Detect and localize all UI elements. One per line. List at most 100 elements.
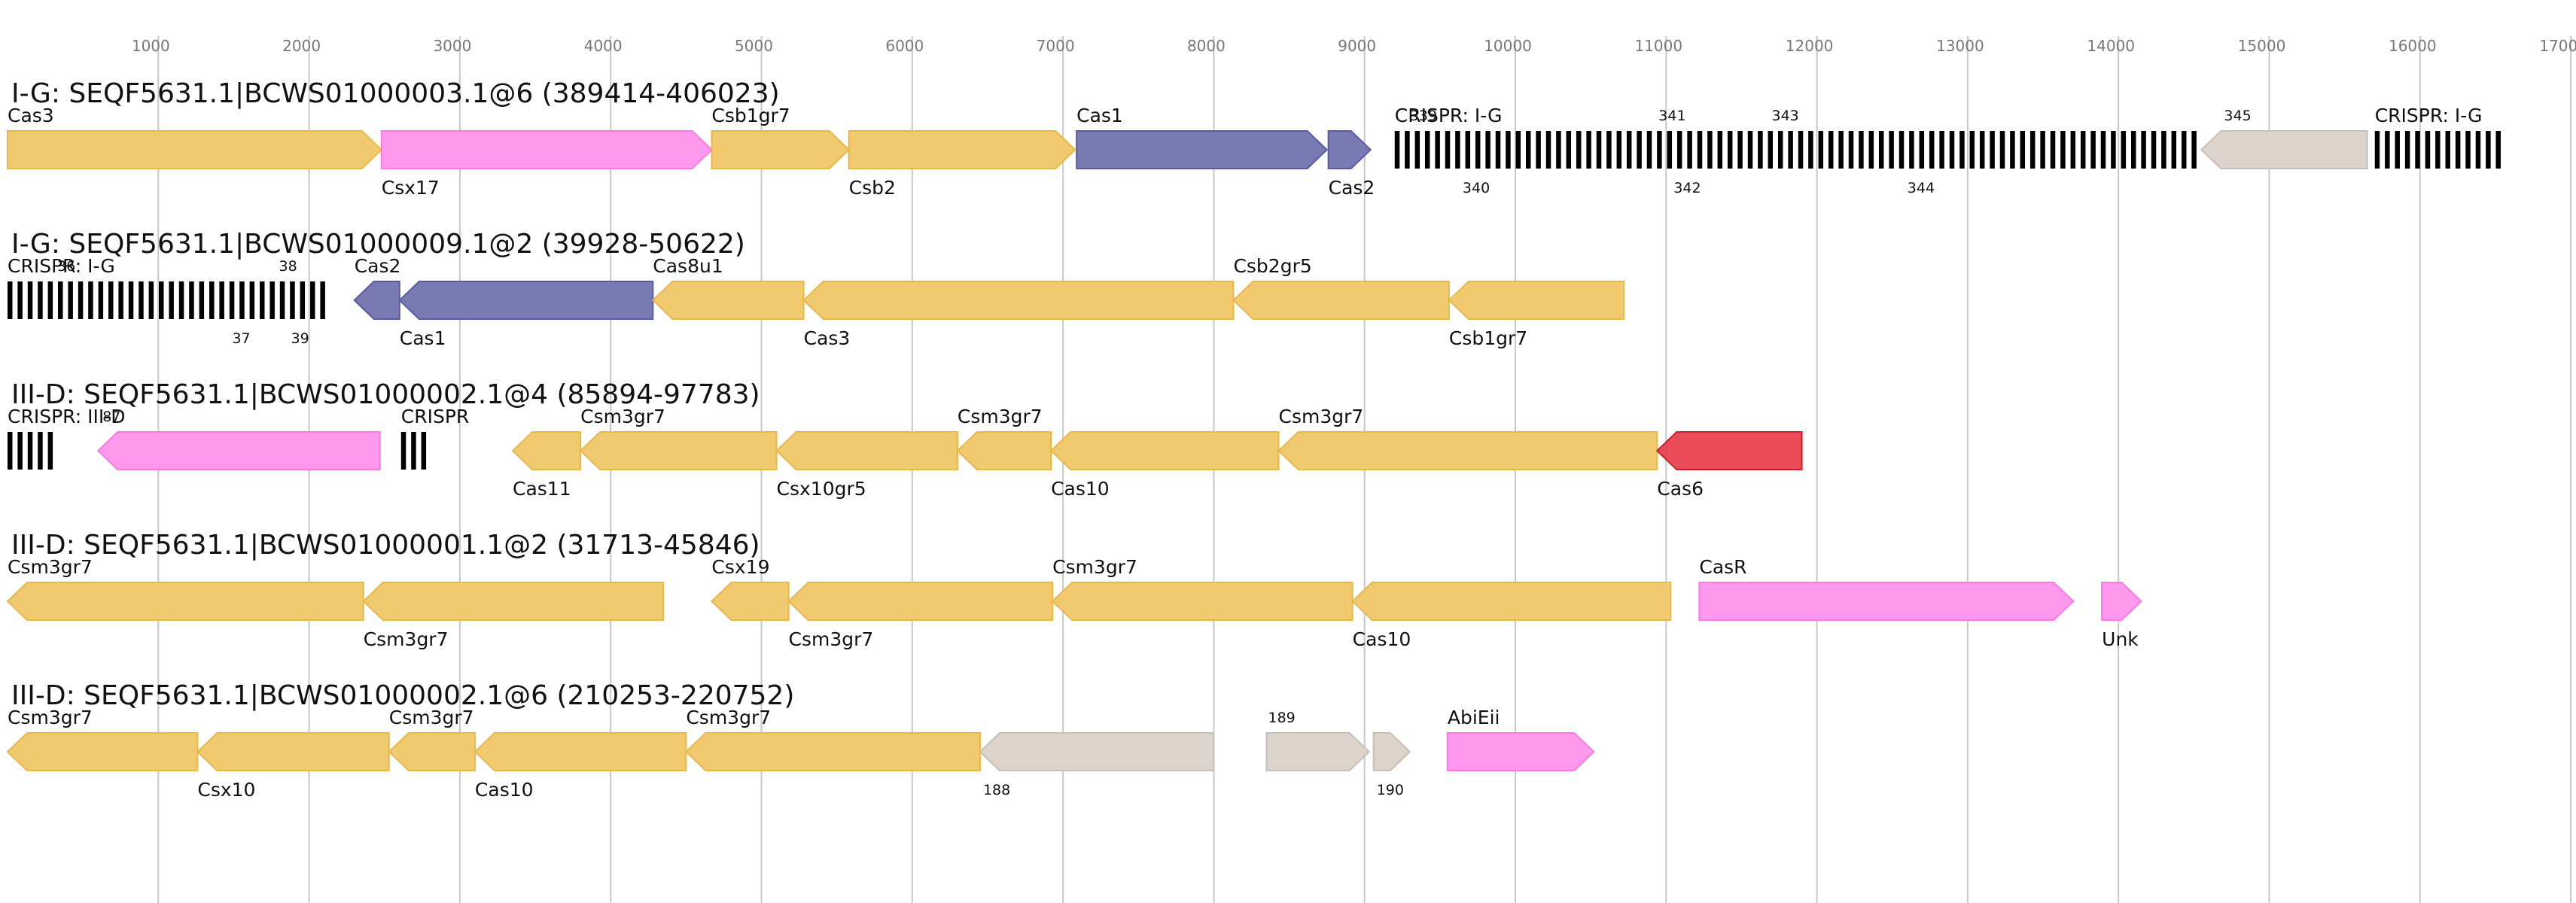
crispr-repeat [1979, 131, 1985, 169]
crispr-repeat [2181, 131, 2187, 169]
crispr-repeat [1747, 131, 1753, 169]
crispr-repeat [300, 281, 306, 319]
crispr-repeat [47, 432, 53, 470]
gene-label: Cas1 [400, 327, 446, 349]
crispr-repeat [2465, 131, 2471, 169]
gene-arrow [1351, 582, 1672, 621]
crispr-repeat [178, 281, 184, 319]
crispr-repeat [1485, 131, 1490, 169]
crispr-repeat [78, 281, 84, 319]
track-title: III-D: SEQF5631.1|BCWS01000001.1@2 (3171… [11, 530, 760, 561]
crispr-repeat [98, 281, 104, 319]
crispr-repeat [320, 281, 325, 319]
crispr-repeat [1394, 131, 1400, 169]
crispr-repeat [189, 281, 194, 319]
crispr-repeat [1495, 131, 1501, 169]
crispr-label: CRISPR [401, 406, 470, 427]
crispr-repeat [1969, 131, 1975, 169]
crispr-repeat [269, 281, 275, 319]
crispr-repeat [1878, 131, 1884, 169]
gene-label: Cas3 [8, 105, 54, 126]
gene-arrow [380, 130, 713, 169]
crispr-repeat [1646, 131, 1652, 169]
crispr-repeat [58, 281, 63, 319]
crispr-label: CRISPR: I-G [8, 255, 115, 277]
crispr-repeat [1455, 131, 1460, 169]
gene-arrow [353, 281, 400, 320]
crispr-repeat [2100, 131, 2106, 169]
axis-tick-label: 6000 [885, 37, 924, 55]
gene-label: Csm3gr7 [8, 707, 93, 728]
gene-arrow [956, 431, 1052, 470]
crispr-repeat [2435, 131, 2441, 169]
crispr-repeat [27, 281, 33, 319]
crispr-repeat [2475, 131, 2481, 169]
crispr-repeat [1808, 131, 1813, 169]
gene-arrow [1049, 431, 1280, 470]
crispr-repeat [1626, 131, 1632, 169]
crispr-repeat [1798, 131, 1804, 169]
crispr-repeat [17, 432, 23, 470]
gene-arrow [1698, 582, 2075, 621]
crispr-repeat [2486, 131, 2491, 169]
crispr-repeat [8, 281, 13, 319]
axis-tick-label: 2000 [282, 37, 321, 55]
crispr-repeat [2141, 131, 2146, 169]
crispr-repeat [1929, 131, 1935, 169]
gene-label: Csb1gr7 [711, 105, 790, 126]
crispr-repeat [1566, 131, 1572, 169]
crispr-repeat [1596, 131, 1602, 169]
crispr-repeat [1777, 131, 1783, 169]
gene-label: Csb2gr5 [1233, 255, 1311, 277]
crispr-label: CRISPR: I-G [2375, 105, 2483, 126]
crispr-repeat [1576, 131, 1582, 169]
gene-label: Cas11 [513, 478, 571, 500]
crispr-repeat [1838, 131, 1844, 169]
crispr-repeat [1758, 131, 1763, 169]
track-title: I-G: SEQF5631.1|BCWS01000009.1@2 (39928-… [11, 229, 745, 260]
crispr-repeat [68, 281, 73, 319]
crispr-repeat [1657, 131, 1662, 169]
gene-arrow [848, 130, 1076, 169]
crispr-repeat [1586, 131, 1591, 169]
axis-tick-label: 3000 [433, 37, 471, 55]
crispr-repeat [139, 281, 144, 319]
gene-arrow [775, 431, 958, 470]
crispr-repeat [1939, 131, 1944, 169]
crispr-repeat [2191, 131, 2197, 169]
crispr-repeat [290, 281, 295, 319]
spacer-label: 342 [1673, 180, 1701, 196]
gene-arrow [651, 281, 805, 320]
crispr-repeat [1768, 131, 1774, 169]
spacer-label: 39 [291, 330, 309, 347]
gene-label: Csb1gr7 [1449, 327, 1527, 349]
spacer-label: 36 [57, 258, 75, 275]
crispr-repeat [8, 432, 13, 470]
crispr-repeat [2010, 131, 2015, 169]
crispr-repeat [2385, 131, 2390, 169]
axis-tick-label: 16000 [2389, 37, 2437, 55]
axis-tick-label: 4000 [584, 37, 623, 55]
gene-label: Csm3gr7 [1279, 406, 1364, 427]
spacer-label: 38 [279, 258, 297, 275]
spacer-label: 343 [1772, 108, 1799, 124]
crispr-repeat [239, 281, 245, 319]
spacer-label: 188 [983, 782, 1010, 798]
crispr-repeat [1687, 131, 1692, 169]
gene-arrow [710, 582, 790, 621]
crispr-repeat [1949, 131, 1955, 169]
gene-arrow [1277, 431, 1658, 470]
crispr-repeat [209, 281, 215, 319]
gene-label: Csm3gr7 [389, 707, 474, 728]
crispr-repeat [249, 281, 255, 319]
gene-label: Cas1 [1076, 105, 1123, 126]
crispr-repeat [2404, 131, 2410, 169]
crispr-repeat [421, 432, 427, 470]
crispr-repeat [1868, 131, 1874, 169]
crispr-repeat [2130, 131, 2136, 169]
gene-label: Csm3gr7 [1052, 556, 1137, 578]
crispr-repeat [2151, 131, 2157, 169]
gene-arrow [473, 732, 687, 771]
crispr-repeat [1414, 131, 1420, 169]
